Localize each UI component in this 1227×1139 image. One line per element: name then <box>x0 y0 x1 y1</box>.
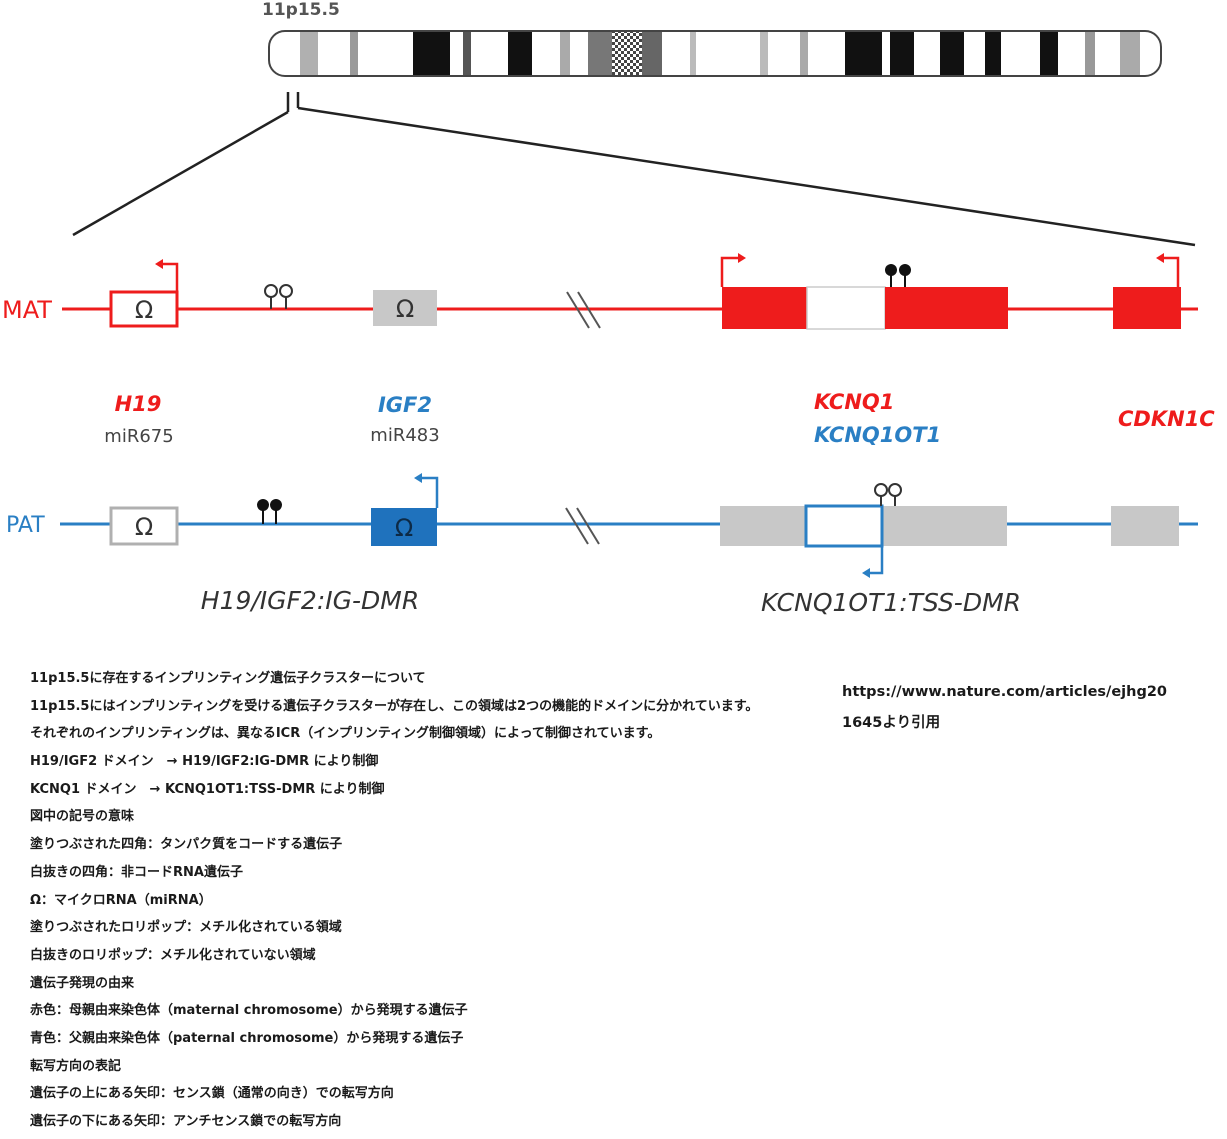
paternal-label: PAT <box>6 513 45 538</box>
h19-mirna-label: miR675 <box>104 426 173 447</box>
notes-line: 塗りつぶされた四角：タンパク質をコードする遺伝子 <box>30 837 343 853</box>
notes-line: Ω：マイクロRNA（miRNA） <box>30 892 212 908</box>
notes-heading-direction: 転写方向の表記 <box>30 1058 122 1074</box>
imprinting-cluster-diagram: 11p15.5 <box>2 0 1215 617</box>
ig-dmr-label: H19/IGF2:IG-DMR <box>201 586 419 615</box>
unmethylated-lollipop-icon <box>264 284 293 309</box>
omega-symbol: Ω <box>135 513 153 541</box>
chromosome-ideogram <box>268 30 1162 77</box>
cdkn1c-sense-arrow <box>1162 256 1180 287</box>
notes-line: 遺伝子の下にある矢印：アンチセンス鎖での転写方向 <box>30 1114 342 1129</box>
igf2-mirna-label: miR483 <box>370 425 439 446</box>
notes-line: 遺伝子の上にある矢印：センス鎖（通常の向き）での転写方向 <box>30 1086 394 1102</box>
cdkn1c-paternal-gene <box>1111 506 1179 546</box>
notes-heading-symbols: 図中の記号の意味 <box>30 809 135 825</box>
notes-line: 白抜きのロリポップ：メチル化されていない領域 <box>30 947 316 963</box>
kcnq1-paternal-gene <box>720 504 1007 578</box>
notes-title: 11p15.5に存在するインプリンティング遺伝子クラスターについて <box>30 671 426 686</box>
h19-paternal-gene: Ω <box>109 506 179 546</box>
methylated-lollipop-icon <box>885 264 911 287</box>
methylated-lollipop-icon <box>257 499 282 524</box>
igf2-paternal-gene: Ω <box>371 473 439 546</box>
igf2-label: IGF2 <box>378 393 432 417</box>
notes-heading-origin: 遺伝子発現の由来 <box>30 975 135 991</box>
notes-line: H19/IGF2 ドメイン → H19/IGF2:IG-DMR により制御 <box>30 754 379 770</box>
kcnq1ot1-label: KCNQ1OT1 <box>814 423 941 447</box>
zoom-lines <box>72 92 1196 247</box>
band-label: 11p15.5 <box>262 0 340 20</box>
notes-line: 11p15.5にはインプリンティングを受ける遺伝子クラスターが存在し、この領域は… <box>30 698 759 714</box>
source-note: 1645より引用 <box>842 715 941 731</box>
kcnq1-sense-arrow <box>720 256 740 287</box>
omega-symbol: Ω <box>135 296 153 324</box>
source-citation: https://www.nature.com/articles/ejhg20 1… <box>842 680 1167 742</box>
cdkn1c-maternal-gene <box>1113 253 1181 329</box>
h19-sense-arrow <box>158 262 179 292</box>
notes-line: 青色：父親由来染色体（paternal chromosome）から発現する遺伝子 <box>30 1030 464 1046</box>
unmethylated-lollipop-icon <box>874 483 902 506</box>
maternal-label: MAT <box>2 296 52 324</box>
tss-dmr-label: KCNQ1OT1:TSS-DMR <box>761 588 1021 617</box>
strand-break-mark <box>565 507 600 545</box>
strand-break-mark <box>566 291 601 329</box>
explanation-notes: 11p15.5に存在するインプリンティング遺伝子クラスターについて 11p15.… <box>30 668 820 1139</box>
notes-line: KCNQ1 ドメイン → KCNQ1OT1:TSS-DMR により制御 <box>30 781 385 797</box>
igf2-sense-arrow <box>420 476 439 508</box>
kcnq1-label: KCNQ1 <box>814 390 894 414</box>
cdkn1c-label: CDKN1C <box>1118 407 1215 431</box>
h19-label: H19 <box>115 392 162 416</box>
omega-symbol: Ω <box>396 295 414 323</box>
notes-line: 塗りつぶされたロリポップ：メチル化されている領域 <box>30 920 342 936</box>
igf2-maternal-gene: Ω <box>373 290 437 326</box>
source-url: https://www.nature.com/articles/ejhg20 <box>842 684 1168 700</box>
kcnq1-maternal-gene <box>720 253 1008 330</box>
omega-symbol: Ω <box>395 514 413 542</box>
notes-line: それぞれのインプリンティングは、異なるICR（インプリンティング制御領域）によっ… <box>30 726 661 742</box>
h19-maternal-gene: Ω <box>109 259 179 328</box>
notes-line: 白抜きの四角：非コードRNA遺伝子 <box>30 864 243 880</box>
kcnq1ot1-antisense-arrow <box>868 546 884 575</box>
notes-line: 赤色：母親由来染色体（maternal chromosome）から発現する遺伝子 <box>30 1003 468 1019</box>
